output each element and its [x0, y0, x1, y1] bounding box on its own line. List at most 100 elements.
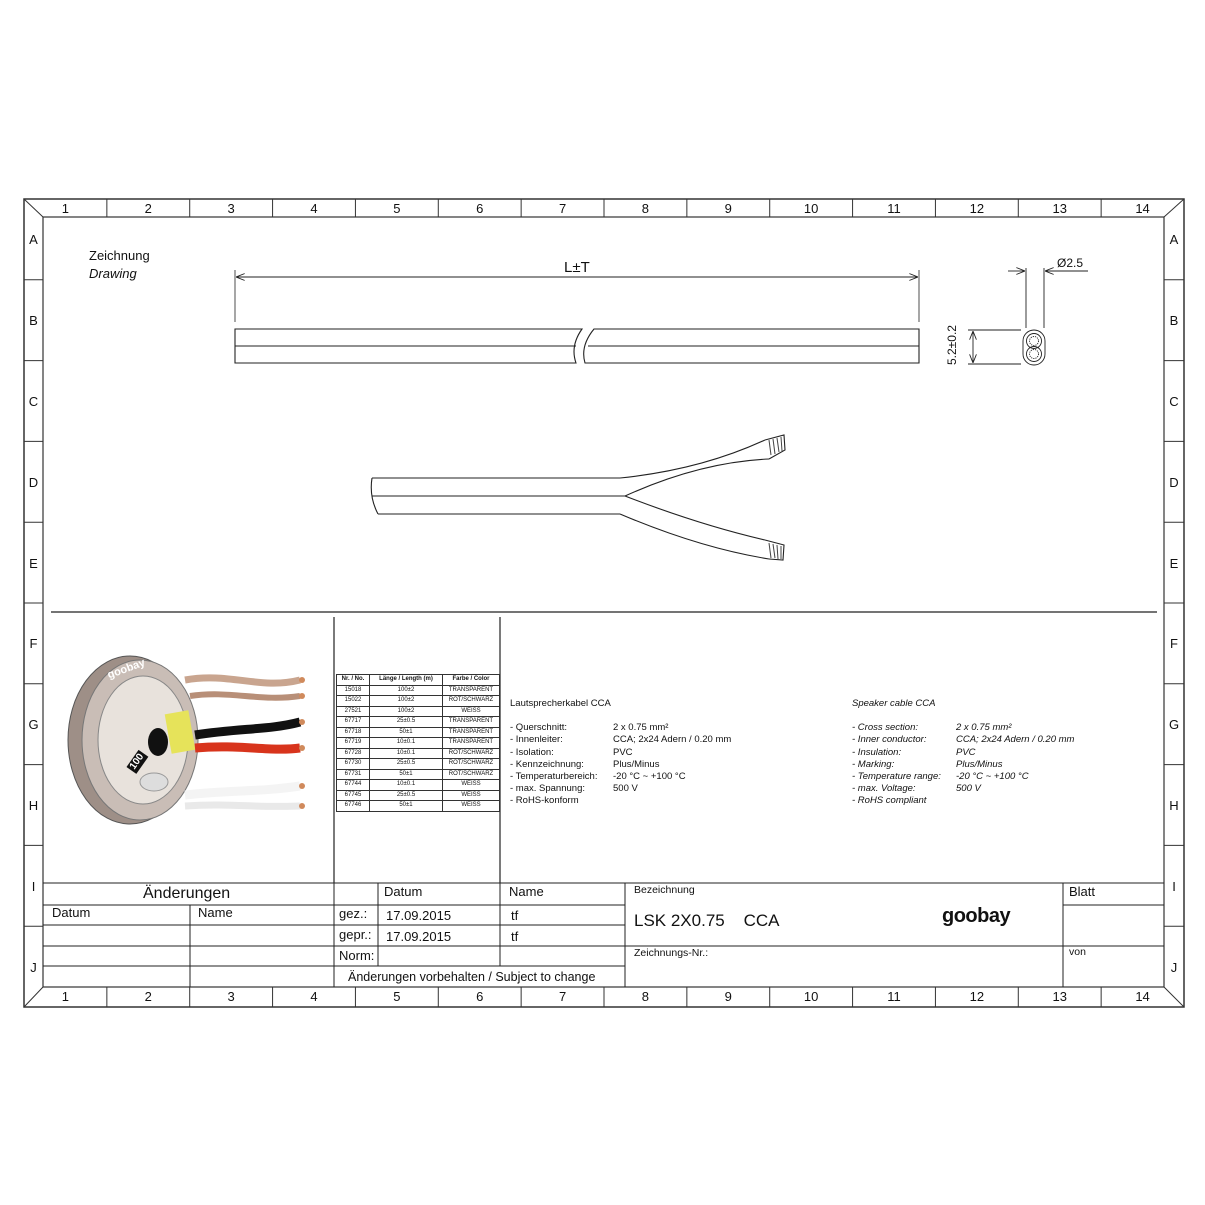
- product-table: Nr. / No. Länge / Length (m) Farbe / Col…: [336, 674, 500, 812]
- corner-chamfers: [23, 198, 1185, 1008]
- column-label-top: 7: [558, 201, 567, 216]
- table-cell: 67718: [336, 726, 370, 738]
- column-label-bottom: 2: [144, 989, 152, 1004]
- column-label-top: 11: [887, 201, 901, 216]
- table-cell: 67731: [336, 768, 370, 780]
- spec-key: - Inner conductor:: [852, 734, 927, 746]
- changes-col-name: Name: [198, 905, 233, 920]
- spec-value: -20 °C ~ +100 °C: [956, 771, 1029, 783]
- table-cell: WEISS: [442, 800, 500, 812]
- column-label-bottom: 12: [969, 989, 985, 1004]
- table-cell: 67719: [336, 737, 370, 749]
- column-label-top: 1: [61, 201, 70, 216]
- spec-row: - RoHS-konform: [510, 795, 731, 807]
- table-cell: 67744: [336, 779, 370, 791]
- column-label-bottom: 7: [558, 989, 567, 1004]
- spec-key: - Marking:: [852, 758, 895, 770]
- designation-value: LSK 2X0.75 CCA: [634, 911, 780, 930]
- table-cell: 67730: [336, 758, 370, 770]
- column-label-bottom: 14: [1135, 989, 1150, 1004]
- spec-row: - Inner conductor:CCA; 2x24 Adern / 0.20…: [852, 734, 1074, 746]
- row-label-left: G: [28, 717, 39, 733]
- of-label: von: [1069, 946, 1086, 958]
- spec-key: - Kennzeichnung:: [510, 758, 584, 770]
- column-label-bottom: 4: [310, 989, 318, 1004]
- drawing-number-label: Zeichnungs-Nr.:: [634, 947, 709, 959]
- designation-label: Bezeichnung: [634, 884, 695, 896]
- column-label-top: 5: [393, 201, 401, 216]
- row-label-left: A: [29, 232, 38, 248]
- spec-value: 2 x 0.75 mm²: [956, 722, 1012, 734]
- name-header: Name: [509, 884, 544, 899]
- title-block: [43, 882, 1164, 987]
- column-label-bottom: 3: [227, 989, 235, 1004]
- row-label-right: A: [1169, 232, 1179, 248]
- spec-row: - max. Voltage:500 V: [852, 783, 1074, 795]
- height-label: 5.2±0.2: [945, 325, 959, 365]
- table-header: Farbe / Color: [442, 674, 500, 686]
- column-label-top: 8: [641, 201, 650, 216]
- table-cell: 67745: [336, 789, 370, 801]
- row-label-left: D: [28, 474, 39, 490]
- changes-header: Änderungen: [143, 885, 231, 902]
- table-cell: 67746: [336, 800, 370, 812]
- table-cell: 50±1: [369, 800, 443, 812]
- spec-value: PVC: [956, 746, 976, 758]
- spec-key: - Cross section:: [852, 722, 918, 734]
- spec-row: - Kennzeichnung: Plus/Minus: [510, 759, 731, 771]
- row-label-right: D: [1169, 474, 1179, 490]
- column-label-bottom: 13: [1052, 989, 1067, 1004]
- table-cell: TRANSPARENT: [442, 716, 500, 728]
- drawn-date: 17.09.2015: [386, 908, 452, 923]
- table-cell: WEISS: [442, 789, 500, 801]
- spec-value: 2 x 0.75 mm²: [613, 722, 669, 734]
- column-label-bottom: 1: [61, 989, 70, 1004]
- spec-row: - RoHS compliant: [852, 795, 1074, 807]
- table-cell: 100±2: [369, 705, 443, 717]
- column-label-bottom: 10: [803, 989, 819, 1004]
- spec-key: - max. Voltage:: [852, 783, 916, 795]
- spec-row: - Temperature range:-20 °C ~ +100 °C: [852, 771, 1074, 783]
- table-cell: 67728: [336, 747, 370, 759]
- cable-split: [370, 434, 786, 561]
- column-label-top: 2: [144, 201, 152, 216]
- diameter-label: Ø2.5: [1057, 256, 1084, 270]
- row-label-left: B: [29, 313, 38, 329]
- spec-value: 500 V: [613, 783, 638, 795]
- row-label-right: B: [1169, 313, 1179, 329]
- spec-value: Plus/Minus: [613, 758, 660, 770]
- row-label-right: C: [1169, 394, 1179, 409]
- row-label-left: F: [29, 636, 38, 652]
- column-label-top: 3: [227, 201, 235, 216]
- drawing-label-en: Drawing: [89, 266, 137, 281]
- row-label-right: F: [1170, 636, 1178, 652]
- spec-value: PVC: [613, 746, 633, 758]
- checked-name: tf: [511, 929, 519, 944]
- norm-label: Norm:: [339, 948, 375, 963]
- row-label-left: E: [29, 555, 38, 571]
- drawn-name: tf: [511, 908, 519, 923]
- table-cell: 10±0.1: [369, 747, 443, 759]
- table-cell: ROT/SCHWARZ: [442, 758, 500, 770]
- column-label-top: 13: [1052, 201, 1067, 216]
- column-label-top: 12: [969, 201, 985, 216]
- table-cell: 50±1: [369, 768, 443, 780]
- spec-key: - Insulation:: [852, 746, 902, 758]
- column-label-bottom: 9: [724, 989, 732, 1004]
- column-label-top: 4: [310, 201, 318, 216]
- column-label-top: 10: [803, 201, 819, 216]
- checked-label: gepr.:: [339, 927, 372, 942]
- table-cell: 15022: [336, 695, 370, 707]
- table-cell: 100±2: [369, 695, 443, 707]
- column-label-bottom: 5: [393, 989, 401, 1004]
- spec-block-de: Lautsprecherkabel CCA - Querschnitt:2 x …: [510, 698, 731, 808]
- row-label-left: J: [30, 959, 37, 975]
- subject-to-change: Änderungen vorbehalten / Subject to chan…: [348, 970, 596, 984]
